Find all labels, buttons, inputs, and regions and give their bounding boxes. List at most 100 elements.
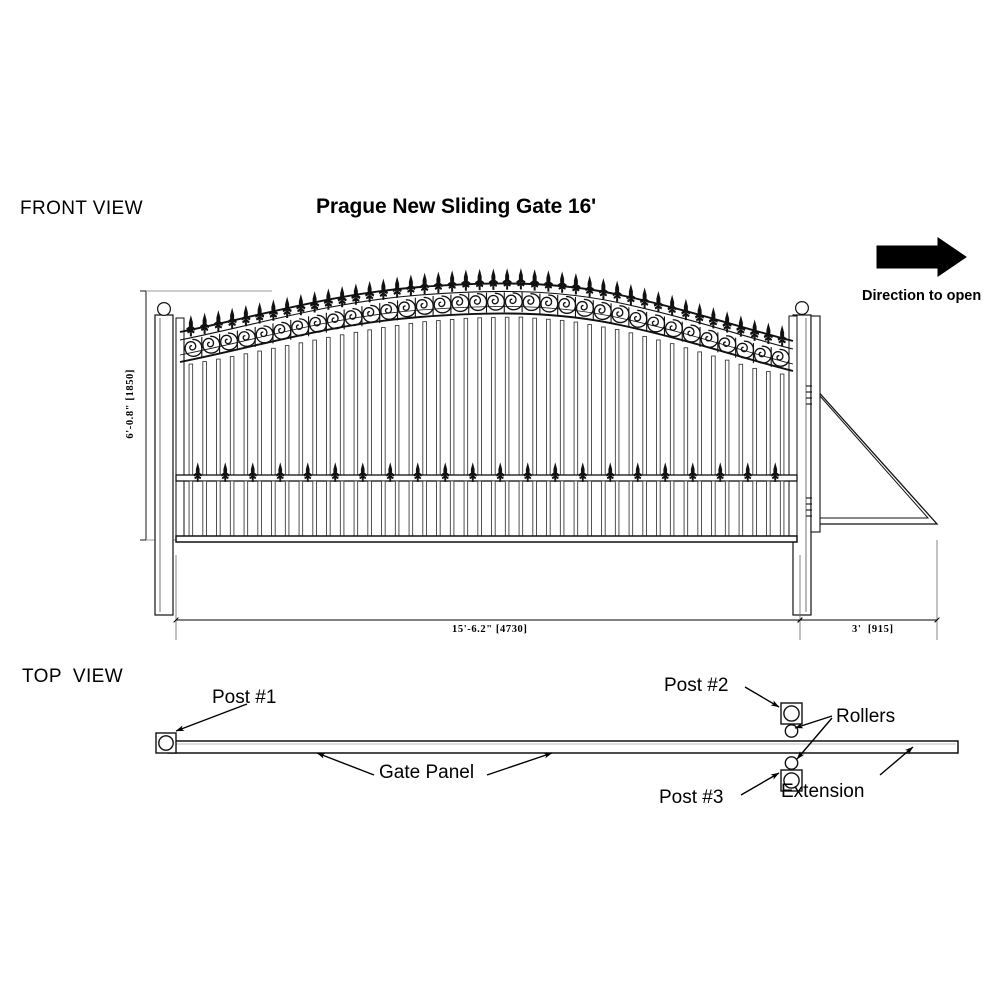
gate-picket-lower (257, 480, 262, 541)
arch-scroll (237, 328, 256, 348)
arch-finial (585, 275, 595, 297)
post-3-leader (740, 772, 780, 796)
gate-picket-upper (271, 347, 276, 479)
gate-picket-upper (683, 347, 689, 479)
callout-post-1: Post #1 (212, 687, 277, 708)
callout-post-2: Post #2 (664, 675, 729, 696)
gate-picket-lower (738, 480, 744, 541)
arch-scroll (522, 293, 541, 312)
gate-frame (175, 315, 798, 541)
top-view-leaders (175, 686, 914, 796)
gate-picket-upper (546, 318, 551, 479)
gate-picket-lower (339, 480, 345, 541)
gate-picket-lower (284, 480, 290, 541)
extension-bracket-inner (819, 395, 930, 519)
gate-picket-upper (298, 342, 304, 479)
gate-picket-lower (381, 480, 386, 541)
gate-picket-upper (491, 317, 496, 479)
gate-picket-lower (188, 480, 194, 541)
gate-picket-lower (216, 480, 221, 541)
gate-picket-upper (463, 317, 469, 479)
gate-picket-upper (381, 327, 386, 479)
arch-scroll (611, 305, 630, 324)
gate-picket-lower (367, 480, 372, 541)
arch-finial (433, 271, 443, 293)
gate-picket-lower (408, 480, 414, 541)
gate-picket-upper (779, 373, 785, 479)
gate-picket-upper (449, 319, 455, 479)
arch-band-top-edge-inner (179, 290, 794, 350)
gate-picket-lower (724, 480, 730, 541)
top-view-post-3 (780, 769, 803, 792)
roller-upper (784, 724, 799, 738)
gate-picket-lower (243, 480, 249, 541)
callout-post-3: Post #3 (659, 787, 724, 808)
arch-scroll (575, 298, 595, 317)
arch-scroll (433, 295, 452, 314)
post-3-circle (783, 772, 800, 789)
arch-scroll (380, 301, 399, 320)
gate-panel-leader-left (316, 752, 375, 776)
gate-picket-lower (353, 480, 359, 541)
rollers-leader-upper (794, 715, 833, 729)
gate-picket-lower (422, 480, 427, 541)
gate-picket-lower (518, 480, 524, 541)
gate-picket-lower (766, 480, 771, 541)
gate-picket-lower (711, 480, 716, 541)
gate-picket-upper (573, 321, 579, 479)
arch-scroll (469, 292, 488, 312)
right-arrow-icon (876, 237, 967, 277)
arch-finial (200, 312, 210, 334)
arch-finial (612, 280, 622, 302)
gate-picket-upper (656, 339, 661, 479)
arch-scroll (629, 309, 648, 328)
gate-picket-lower (326, 480, 331, 541)
arch-scroll (362, 304, 381, 323)
gate-panel-leader-right (486, 752, 553, 776)
arch-finial (392, 276, 402, 298)
gate-picket-upper (711, 355, 716, 479)
gate-picket-upper (738, 363, 744, 479)
gate-picket-lower (491, 480, 496, 541)
arch-finial (626, 283, 636, 306)
arch-finial (516, 268, 526, 290)
top-view-group (155, 686, 959, 796)
height-dimension-text: 6'-0.8" [1850] (125, 369, 136, 439)
gate-picket-upper (477, 317, 482, 479)
arch-scroll (771, 348, 790, 367)
arch-scroll (504, 292, 523, 311)
arch-scroll (682, 324, 701, 343)
arch-finial (186, 315, 196, 337)
gate-picket-lower (477, 480, 482, 541)
arch-finial (667, 294, 677, 317)
arch-finial (543, 270, 553, 292)
mid-rail (175, 474, 798, 482)
gate-picket-upper (697, 351, 702, 479)
gate-picket-lower (656, 480, 661, 541)
callout-rollers: Rollers (836, 706, 896, 727)
arch-finial (530, 269, 540, 291)
gate-picket-lower (669, 480, 675, 541)
gate-picket-upper (243, 353, 249, 479)
gate-picket-lower (449, 480, 455, 541)
arch-finial (777, 325, 787, 347)
gate-picket-lower (752, 480, 757, 541)
gate-picket-upper (312, 339, 317, 479)
bottom-rail-bar (175, 535, 798, 543)
gate-picket-upper (504, 316, 510, 479)
right-arrow-shape (876, 237, 967, 277)
front-view-label: FRONT VIEW (20, 198, 143, 219)
arch-scroll (451, 293, 470, 313)
gate-picket-lower (436, 480, 441, 541)
front-view-group (140, 237, 967, 640)
arch-scroll (255, 325, 274, 344)
rollers-leader-lower (796, 717, 833, 760)
post-1-leader (175, 703, 248, 732)
gate-picket-upper (601, 326, 606, 479)
gate-picket-upper (752, 367, 757, 479)
gate-picket-upper (202, 361, 207, 479)
arch-scroll (664, 319, 684, 338)
post-right-cap-ring (794, 301, 809, 316)
arch-finial (213, 310, 223, 332)
